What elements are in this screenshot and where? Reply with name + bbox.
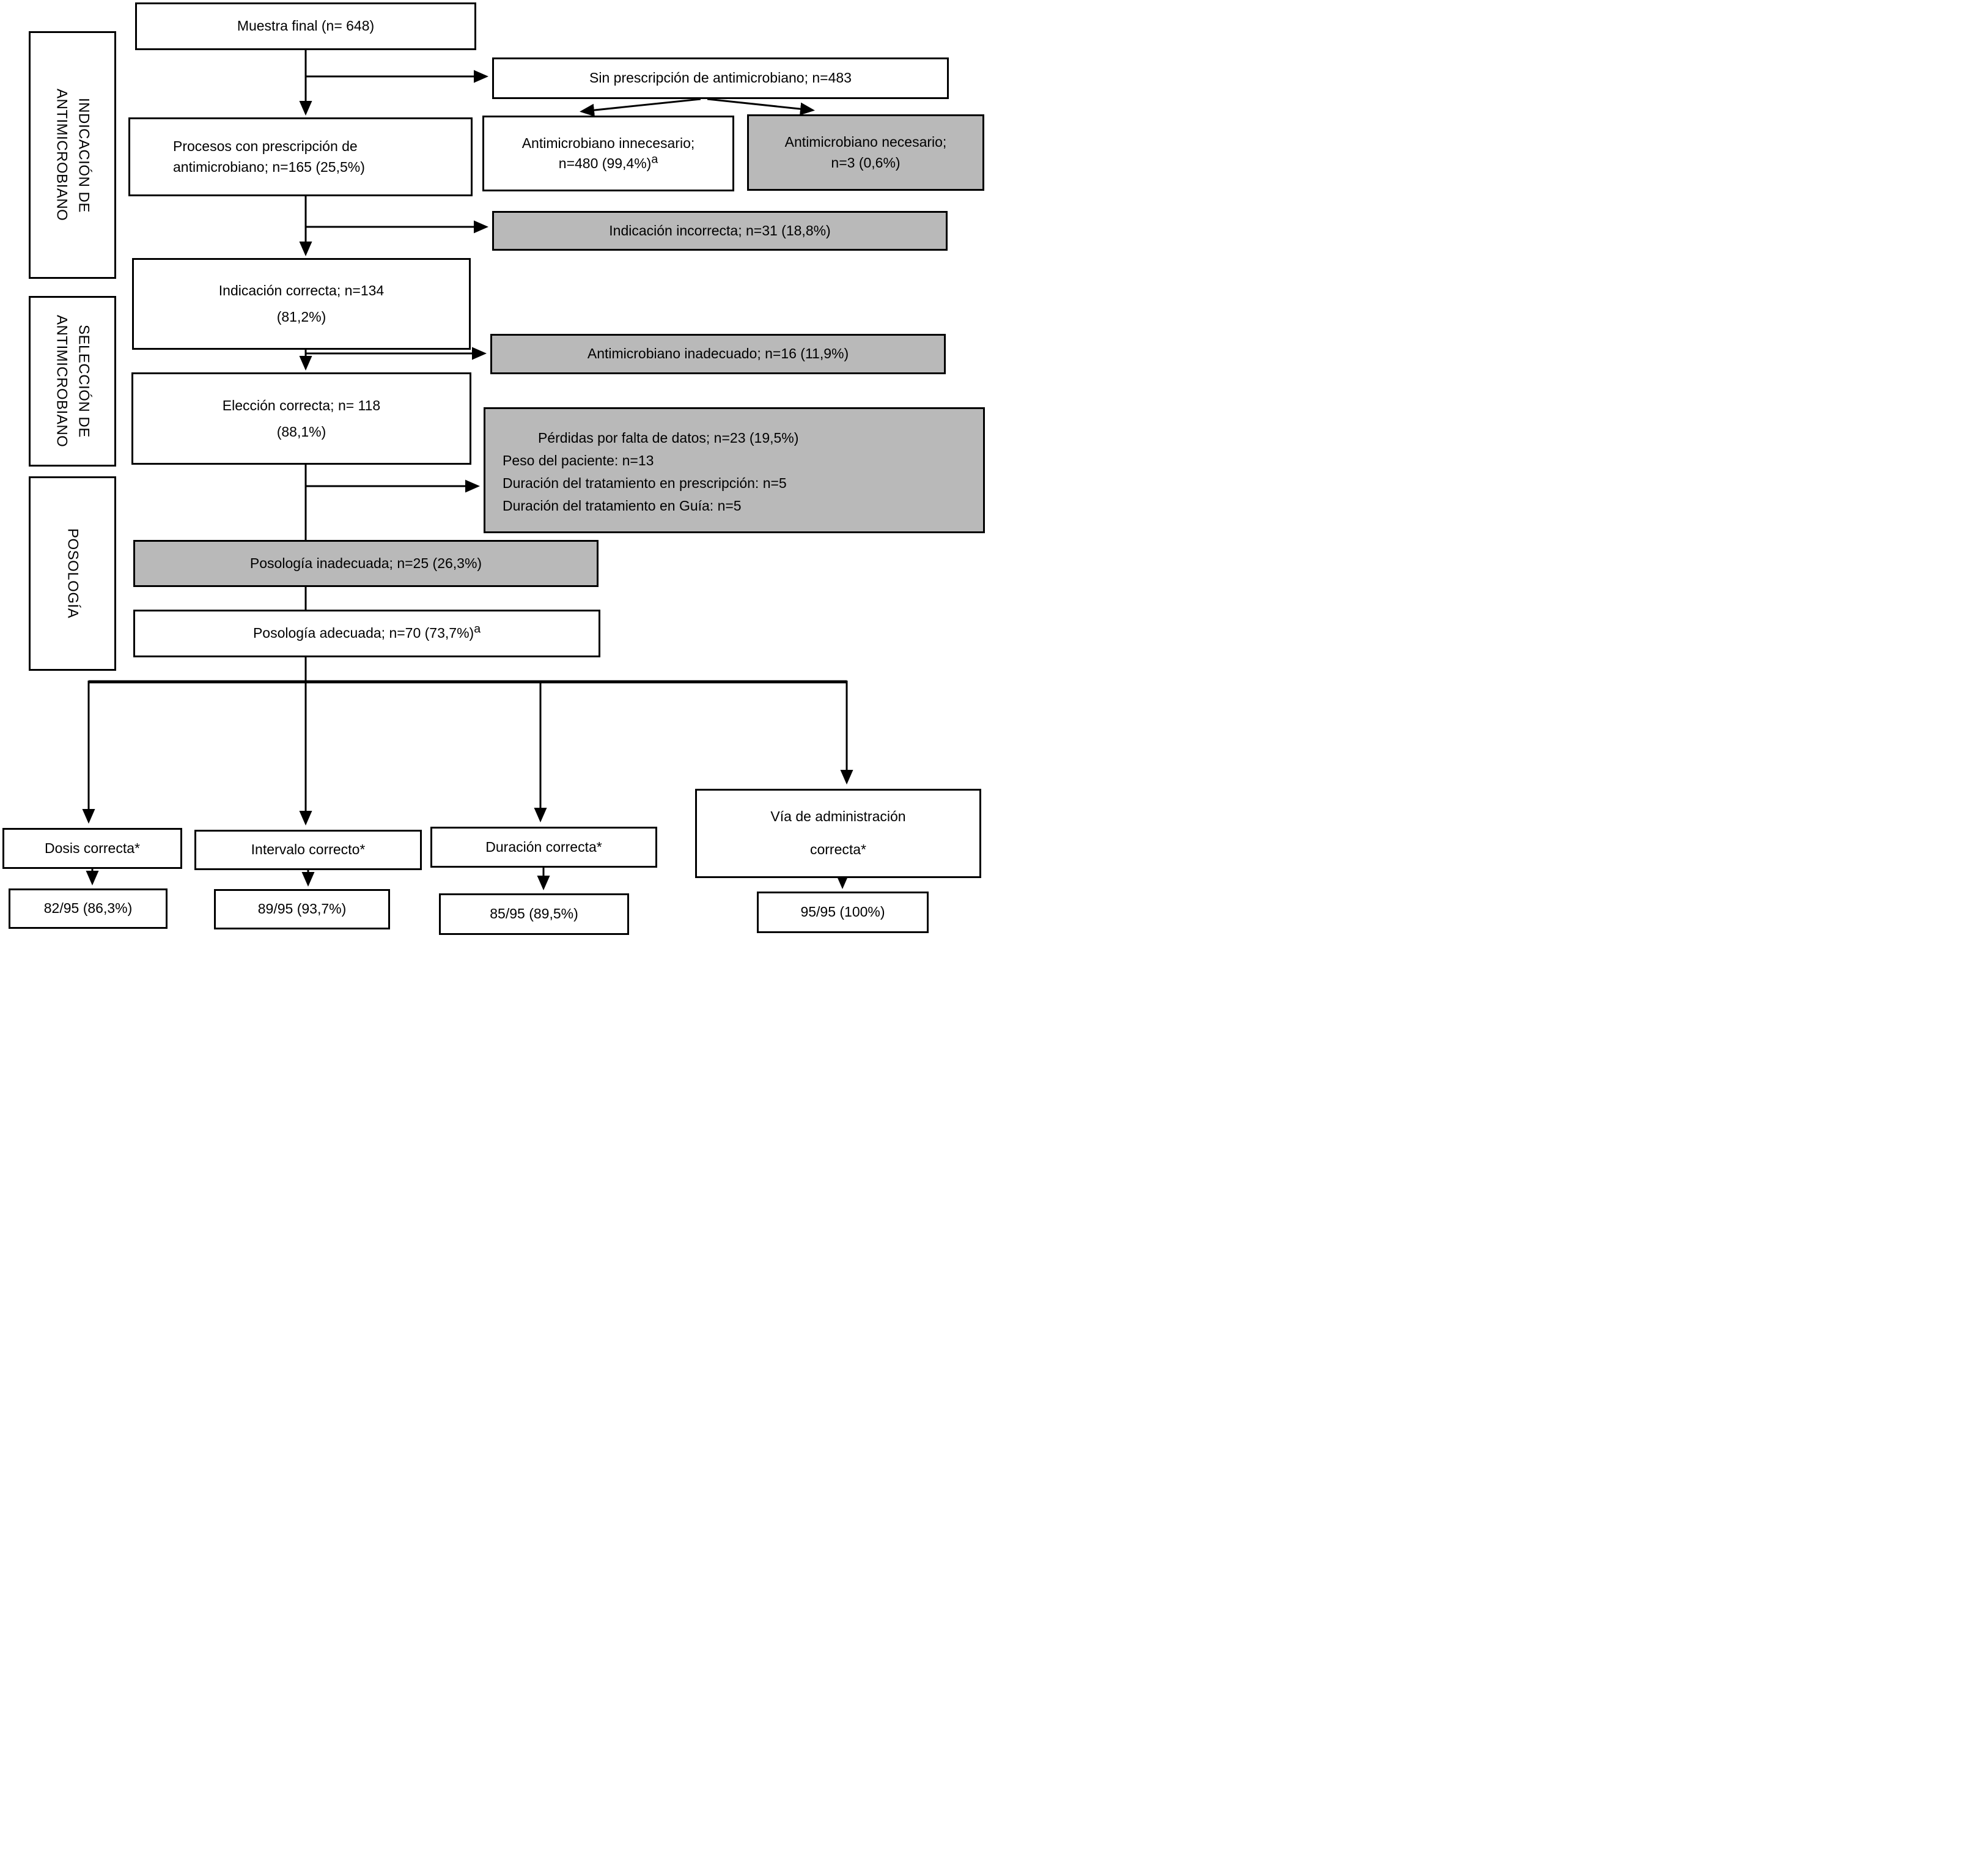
section-label-seleccion-text: SELECCIÓN DE ANTIMICROBIANO	[51, 315, 95, 447]
duracion-correcta-box: Duración correcta*	[430, 827, 657, 868]
perdidas-box: Pérdidas por falta de datos; n=23 (19,5%…	[484, 407, 985, 533]
posologia-inadecuada-box: Posología inadecuada; n=25 (26,3%)	[133, 540, 599, 587]
indicacion-incorrecta-text: Indicación incorrecta; n=31 (18,8%)	[609, 222, 831, 238]
flow-connectors	[82, 50, 853, 890]
section-label-indicacion: INDICACIÓN DE ANTIMICROBIANO	[29, 31, 116, 279]
via-administracion-line2: correcta*	[809, 841, 867, 858]
sin-prescripcion-text: Sin prescripción de antimicrobiano; n=48…	[589, 70, 852, 86]
section-label-indicacion-text: INDICACIÓN DE ANTIMICROBIANO	[51, 89, 95, 221]
dosis-correcta-text: Dosis correcta*	[45, 840, 140, 856]
section-label-line: ANTIMICROBIANO	[53, 315, 70, 448]
posologia-adecuada-line: Posología adecuada; n=70 (73,7%)a	[253, 623, 481, 643]
eleccion-correcta-line1: Elección correcta; n= 118	[222, 397, 381, 413]
section-label-line: POSOLOGÍA	[64, 528, 81, 619]
procesos-line1: Procesos con prescripción de	[173, 138, 358, 155]
innecesario-line1: Antimicrobiano innecesario;	[521, 135, 695, 151]
footnote-marker: a	[474, 622, 481, 636]
procesos-line2: antimicrobiano; n=165 (25,5%)	[173, 158, 365, 175]
indicacion-correcta-line2: (81,2%)	[276, 309, 326, 325]
perdidas-item: Duración del tratamiento en prescripción…	[503, 475, 787, 491]
perdidas-title: Pérdidas por falta de datos; n=23 (19,5%…	[538, 429, 799, 446]
indicacion-incorrecta-box: Indicación incorrecta; n=31 (18,8%)	[492, 211, 948, 251]
section-label-line: SELECCIÓN DE	[75, 325, 92, 438]
via-administracion-line1: Vía de administración	[770, 808, 906, 825]
section-label-line: INDICACIÓN DE	[75, 97, 92, 213]
duracion-result-text: 85/95 (89,5%)	[490, 906, 578, 922]
duracion-result-box: 85/95 (89,5%)	[439, 893, 629, 935]
section-label-line: ANTIMICROBIANO	[53, 89, 70, 221]
innecesario-value: n=480 (99,4%)	[558, 155, 652, 171]
intervalo-result-text: 89/95 (93,7%)	[257, 901, 347, 917]
necesario-line2: n=3 (0,6%)	[831, 154, 901, 171]
dosis-result-box: 82/95 (86,3%)	[9, 888, 168, 929]
section-label-posologia: POSOLOGÍA	[29, 476, 116, 671]
perdidas-item: Peso del paciente: n=13	[503, 452, 654, 468]
section-label-posologia-text: POSOLOGÍA	[62, 528, 84, 618]
antimicrobiano-inadecuado-box: Antimicrobiano inadecuado; n=16 (11,9%)	[490, 334, 946, 374]
muestra-final-text: Muestra final (n= 648)	[237, 18, 375, 34]
footnote-marker: a	[651, 152, 658, 166]
indicacion-correcta-line1: Indicación correcta; n=134	[218, 283, 385, 299]
intervalo-result-box: 89/95 (93,7%)	[214, 889, 390, 929]
antimicrobiano-inadecuado-text: Antimicrobiano inadecuado; n=16 (11,9%)	[587, 345, 849, 362]
posologia-adecuada-box: Posología adecuada; n=70 (73,7%)a	[133, 610, 600, 657]
antimicrobiano-innecesario-box: Antimicrobiano innecesario; n=480 (99,4%…	[482, 116, 734, 191]
posologia-inadecuada-text: Posología inadecuada; n=25 (26,3%)	[249, 555, 482, 571]
intervalo-correcto-box: Intervalo correcto*	[194, 830, 422, 870]
innecesario-line2: n=480 (99,4%)a	[559, 153, 658, 174]
intervalo-correcto-text: Intervalo correcto*	[251, 841, 366, 858]
posologia-adecuada-text: Posología adecuada; n=70 (73,7%)	[252, 625, 474, 641]
antimicrobiano-necesario-box: Antimicrobiano necesario; n=3 (0,6%)	[747, 114, 984, 191]
via-result-text: 95/95 (100%)	[800, 904, 885, 920]
dosis-correcta-box: Dosis correcta*	[2, 828, 182, 869]
procesos-prescripcion-box: Procesos con prescripción de antimicrobi…	[128, 117, 473, 196]
indicacion-correcta-box: Indicación correcta; n=134 (81,2%)	[132, 258, 471, 350]
eleccion-correcta-box: Elección correcta; n= 118 (88,1%)	[131, 372, 471, 465]
muestra-final-box: Muestra final (n= 648)	[135, 2, 476, 50]
section-label-seleccion: SELECCIÓN DE ANTIMICROBIANO	[29, 296, 116, 467]
via-administracion-box: Vía de administración correcta*	[695, 789, 981, 878]
via-result-box: 95/95 (100%)	[757, 892, 929, 933]
sin-prescripcion-box: Sin prescripción de antimicrobiano; n=48…	[492, 57, 949, 99]
perdidas-item: Duración del tratamiento en Guía: n=5	[503, 498, 742, 514]
necesario-line1: Antimicrobiano necesario;	[784, 134, 947, 150]
flowchart: INDICACIÓN DE ANTIMICROBIANO SELECCIÓN D…	[0, 0, 986, 938]
dosis-result-text: 82/95 (86,3%)	[43, 900, 133, 917]
eleccion-correcta-line2: (88,1%)	[276, 423, 326, 440]
duracion-correcta-text: Duración correcta*	[485, 838, 602, 855]
